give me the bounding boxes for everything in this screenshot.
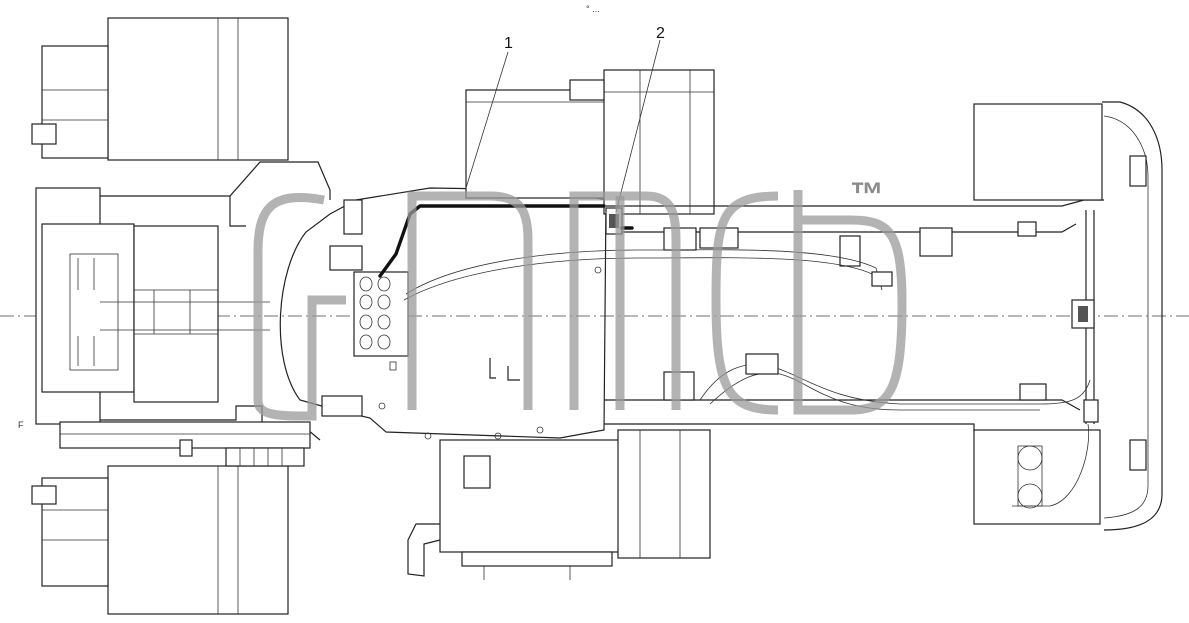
- wiring-harness: [403, 249, 1091, 507]
- watermark-logo: ™: [253, 176, 907, 421]
- relay-box: [353, 271, 409, 357]
- battery-box: [465, 69, 715, 215]
- main-cable: [378, 204, 634, 278]
- callout-1-label: 1: [504, 35, 513, 52]
- callout-2-label: 2: [656, 25, 665, 42]
- front-radiator: [35, 187, 270, 425]
- callout-1: 1: [465, 35, 513, 189]
- fuel-tank: [407, 429, 711, 580]
- header-mark: ° ...: [586, 4, 600, 14]
- front-wheel-top: [31, 17, 289, 161]
- edge-mark: F: [18, 420, 24, 430]
- callout-2: 2: [615, 25, 665, 213]
- engine-block: [279, 180, 607, 440]
- watermark-tm: ™: [850, 176, 884, 214]
- frame-rail-front: [59, 161, 331, 467]
- rear-harness: [1071, 210, 1099, 424]
- front-wheel-bottom: [31, 465, 289, 615]
